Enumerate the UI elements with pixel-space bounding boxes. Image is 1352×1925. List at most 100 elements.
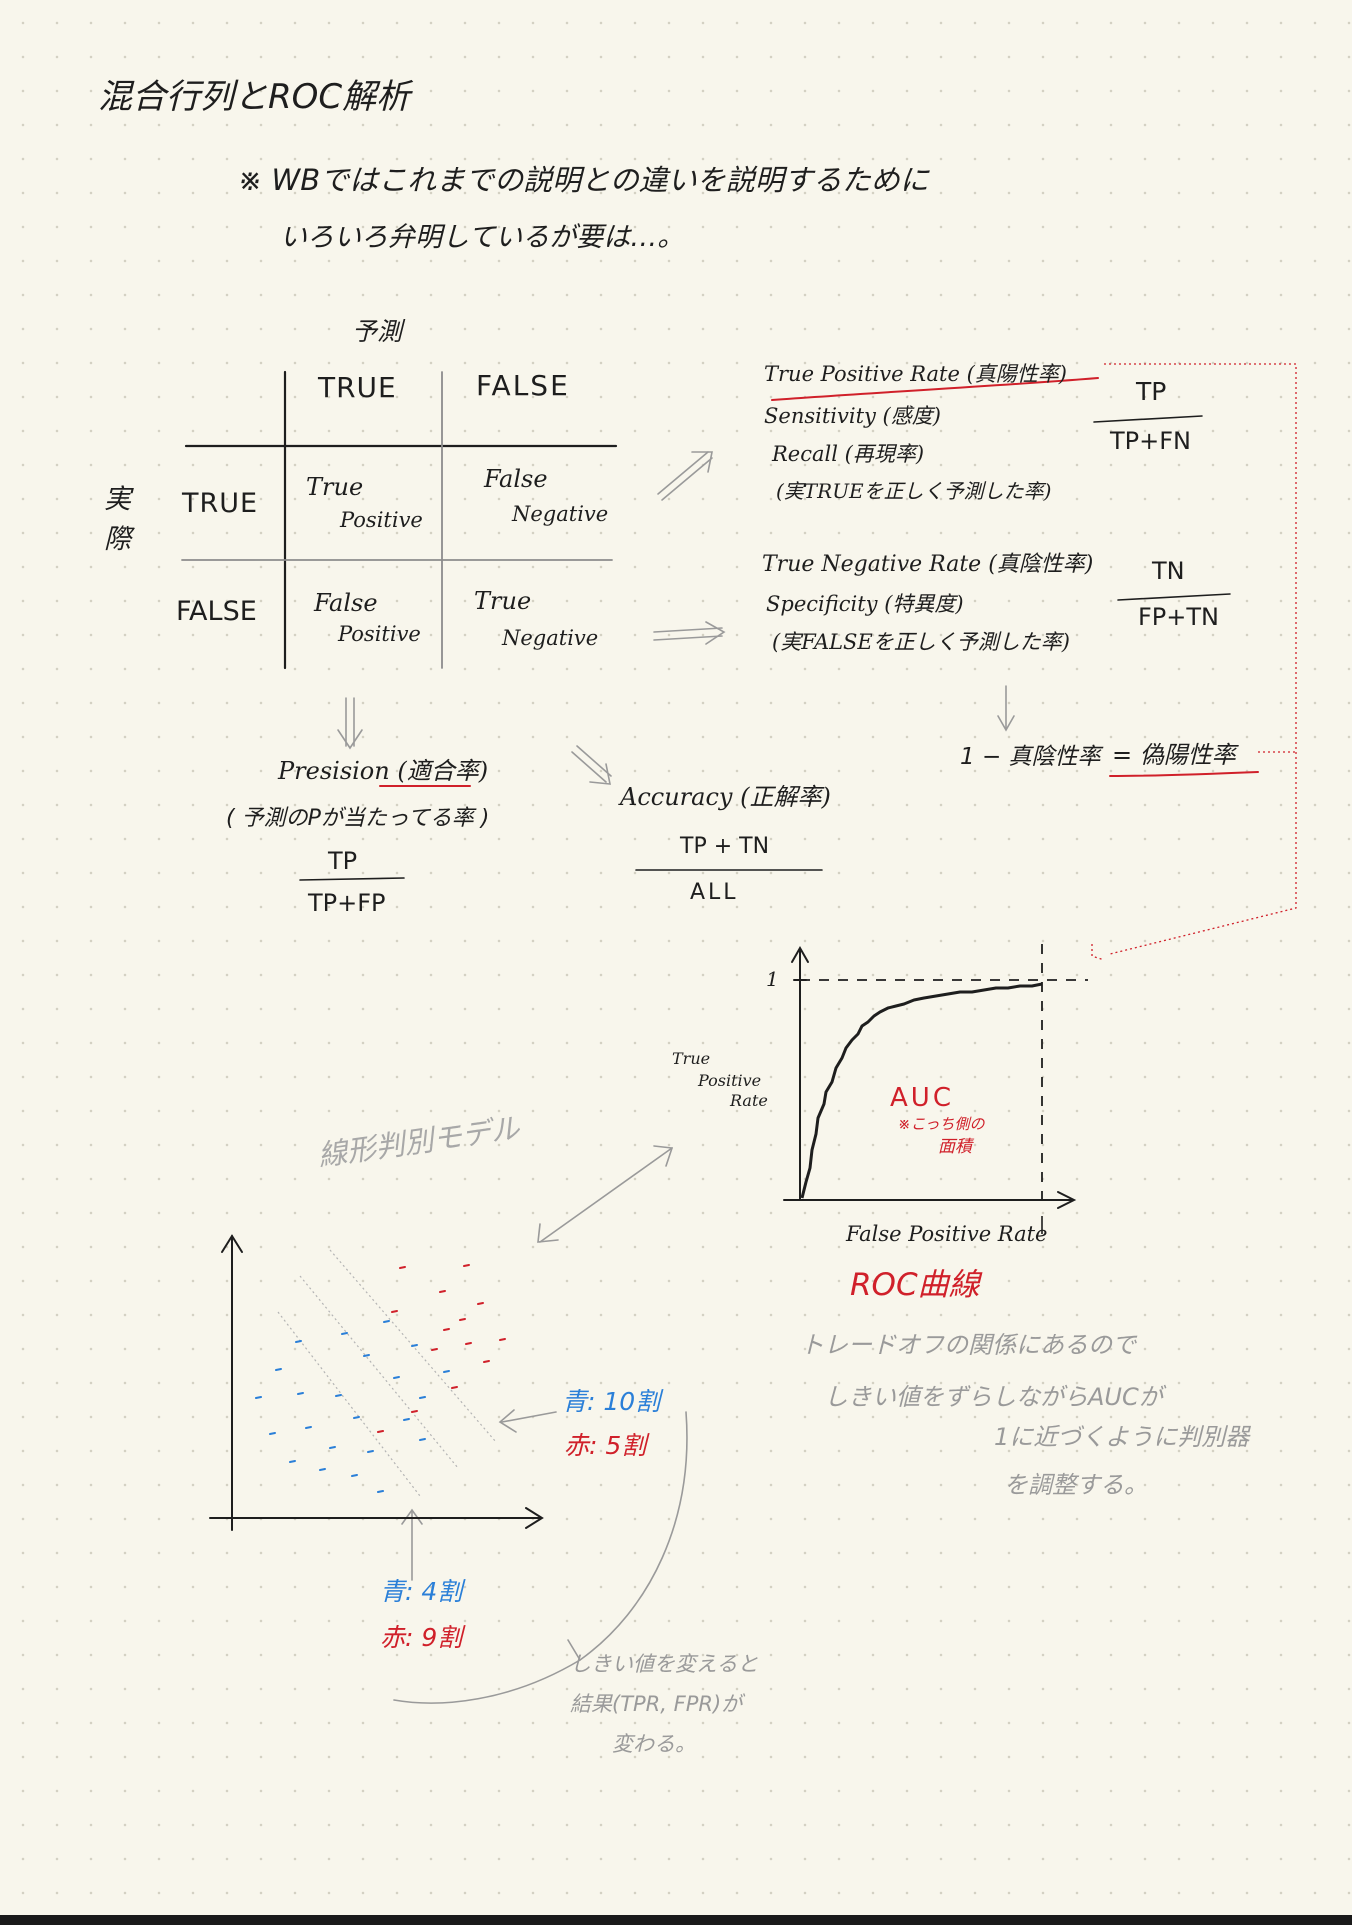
page-title: 混合行列とROC解析 xyxy=(98,77,411,117)
blue-point xyxy=(275,1368,282,1371)
red-dotted-connector xyxy=(1104,363,1297,955)
red-point xyxy=(411,1410,418,1413)
precision-numerator: TP xyxy=(328,847,358,875)
tnr-numerator: TN xyxy=(1152,557,1185,585)
accuracy-name: Accuracy (正解率) xyxy=(620,783,831,811)
blue-point xyxy=(289,1460,296,1463)
cell-tp-line1: True xyxy=(306,473,364,501)
row-header-true: TRUE xyxy=(182,488,259,519)
arrow-to-tnr xyxy=(653,621,726,645)
tpr-name: True Positive Rate (真陽性率) xyxy=(764,362,1067,386)
precision-note: ( 予測のPが当たってる率 ) xyxy=(226,806,490,831)
tpr-denominator: TP+FN xyxy=(1110,427,1191,455)
roc-desc-3: 1に近づくように判別器 xyxy=(994,1423,1250,1451)
roc-ylabel-2: Positive xyxy=(698,1071,762,1090)
red-point xyxy=(391,1310,398,1313)
red-point xyxy=(499,1338,506,1341)
cell-fn-line2: Negative xyxy=(512,502,609,526)
blue-point xyxy=(305,1426,312,1429)
red-point xyxy=(477,1302,484,1305)
blue-point xyxy=(335,1394,342,1397)
cell-tn-line1: True xyxy=(474,587,532,615)
arrow-to-accuracy xyxy=(571,745,612,785)
accuracy-numerator: TP + TN xyxy=(680,834,770,859)
threshold-note-1: しきい値を変えると xyxy=(570,1652,759,1676)
roc-desc-4: を調整する。 xyxy=(1004,1471,1148,1499)
col-header-false: FALSE xyxy=(476,369,570,402)
cell-fn-line1: False xyxy=(484,465,548,493)
roc-desc-2: しきい値をずらしながらAUCが xyxy=(824,1383,1163,1411)
red-dotted-arrowhead xyxy=(1091,944,1105,961)
arrow-to-precision xyxy=(337,697,363,750)
blue-point xyxy=(341,1332,348,1335)
red-point xyxy=(443,1328,450,1331)
red-point xyxy=(463,1264,470,1267)
threshold-note-2: 結果(TPR, FPR)が xyxy=(570,1692,743,1716)
blue-point xyxy=(295,1340,302,1343)
red-point xyxy=(483,1360,490,1363)
red-point xyxy=(465,1342,472,1345)
actual-axis-label-2: 際 xyxy=(104,524,131,555)
blue-point xyxy=(403,1418,410,1421)
bottom-edge-bar xyxy=(0,1915,1352,1925)
roc-xlabel: False Positive Rate xyxy=(846,1222,1048,1246)
precision-name: Presision (適合率) xyxy=(278,757,489,785)
cell-fp-line1: False xyxy=(314,589,378,617)
threshold-note-3: 変わる。 xyxy=(612,1732,696,1756)
blue-point xyxy=(419,1396,426,1399)
cell-tn-line2: Negative xyxy=(502,626,599,650)
upper-red-ratio: 赤: 5割 xyxy=(564,1431,647,1460)
arrow-to-tpr xyxy=(657,451,713,501)
connector-tick xyxy=(567,1639,581,1661)
red-point xyxy=(459,1318,466,1321)
auc-label: AUC xyxy=(890,1083,954,1113)
cell-fp-line2: Positive xyxy=(338,622,421,646)
blue-point xyxy=(255,1396,262,1399)
precision-fraction-bar xyxy=(299,877,405,881)
roc-ylabel-3: Rate xyxy=(730,1091,768,1110)
col-header-true: TRUE xyxy=(318,371,397,404)
arrow-tnr-to-fpr xyxy=(997,685,1015,732)
tnr-name: True Negative Rate (真陰性率) xyxy=(762,552,1094,577)
boundary-line-2 xyxy=(299,1275,459,1469)
blue-point xyxy=(383,1320,390,1323)
roc-y-tick-label: 1 xyxy=(766,967,779,991)
red-point xyxy=(377,1430,384,1433)
accuracy-denominator: ALL xyxy=(690,880,739,905)
blue-point xyxy=(363,1354,370,1357)
scatter-plot xyxy=(209,1234,544,1531)
blue-point xyxy=(297,1392,304,1395)
blue-point xyxy=(329,1446,336,1449)
tpr-alias-recall: Recall (再現率) xyxy=(772,442,925,466)
tnr-note: (実FALSEを正しく予測した率) xyxy=(772,630,1070,654)
blue-point xyxy=(269,1432,276,1435)
arrow-upper-threshold xyxy=(498,1409,557,1433)
fpr-equation-left: 1 − 真陰性率 xyxy=(960,744,1101,770)
blue-point xyxy=(419,1438,426,1441)
boundary-line-1 xyxy=(277,1311,421,1497)
roc-desc-1: トレードオフの関係にあるので xyxy=(800,1331,1136,1359)
red-point xyxy=(451,1386,458,1389)
red-point xyxy=(439,1290,446,1293)
predicted-axis-label: 予測 xyxy=(352,317,403,346)
actual-axis-label-1: 実 xyxy=(104,484,131,515)
tpr-note: (実TRUEを正しく予測した率) xyxy=(776,479,1052,503)
fpr-equation-right: = 偽陽性率 xyxy=(1112,741,1236,769)
auc-note-1: ※こっち側の xyxy=(898,1115,985,1133)
roc-caption: ROC曲線 xyxy=(850,1267,980,1303)
roc-curve xyxy=(800,982,1043,1199)
tpr-fraction-bar xyxy=(1093,415,1203,423)
lower-blue-ratio: 青: 4割 xyxy=(380,1577,463,1606)
arrow-lower-threshold xyxy=(401,1508,423,1581)
auc-note-2: 面積 xyxy=(938,1137,972,1157)
tnr-fraction-bar xyxy=(1117,593,1231,601)
blue-point xyxy=(353,1416,360,1419)
roc-y-arrow xyxy=(791,945,809,963)
blue-point xyxy=(367,1450,374,1453)
roc-chart xyxy=(783,944,1088,1234)
red-point xyxy=(399,1266,406,1269)
upper-blue-ratio: 青: 10割 xyxy=(562,1387,661,1416)
tpr-underline xyxy=(771,377,1099,401)
blue-point xyxy=(319,1468,326,1471)
